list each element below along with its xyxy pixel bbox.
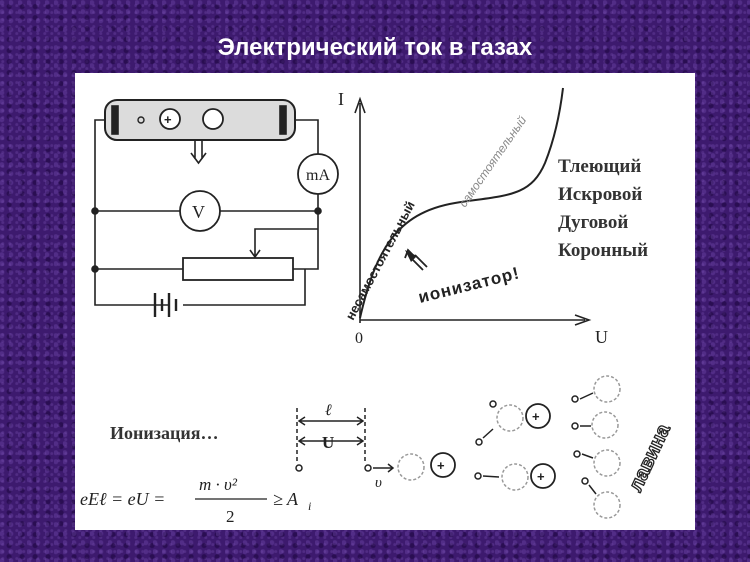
gas-tube xyxy=(104,99,296,141)
ionization-diagram xyxy=(295,375,621,519)
electron-track xyxy=(579,392,597,495)
ion-plus-sign: + xyxy=(532,409,540,424)
ionization-label: Ионизация… xyxy=(110,423,219,443)
electron xyxy=(489,400,497,408)
neutral-atom-dashed xyxy=(593,375,621,403)
positive-ion xyxy=(525,403,551,429)
rheostat xyxy=(182,257,294,281)
circuit: + xyxy=(91,99,339,317)
ion-plus-sign: + xyxy=(437,458,445,473)
formula-numerator: m · υ² xyxy=(199,475,238,494)
tube-ion-plus: + xyxy=(164,112,172,127)
junction xyxy=(91,207,99,215)
electron-track xyxy=(482,428,494,439)
formula-subscript: i xyxy=(308,499,311,513)
iv-graph xyxy=(354,87,592,326)
neutral-atom-dashed xyxy=(593,449,621,477)
discharge-type-arc: Дуговой xyxy=(558,212,629,233)
velocity-arrow xyxy=(373,463,395,473)
electron-start xyxy=(295,464,303,472)
wire-right xyxy=(295,119,319,155)
neutral-atom-dashed xyxy=(591,411,619,439)
battery xyxy=(153,293,178,317)
junction xyxy=(91,265,99,273)
electron xyxy=(581,477,589,485)
electron xyxy=(474,472,482,480)
formula-denominator: 2 xyxy=(226,507,235,526)
slide-title: Электрический ток в газах xyxy=(217,34,533,61)
formula-left: eEℓ = eU = xyxy=(80,489,165,509)
tube-cathode xyxy=(111,105,119,135)
voltmeter xyxy=(179,190,221,232)
iv-curve xyxy=(359,87,564,319)
x-axis-label: U xyxy=(595,327,608,347)
rheostat-slider-arrow xyxy=(249,239,261,259)
tube-anode xyxy=(279,105,287,135)
distance-arrow xyxy=(297,416,365,426)
y-axis-label: I xyxy=(338,89,344,109)
positive-ion xyxy=(430,452,456,478)
tube-electron-dot xyxy=(137,116,145,124)
gas-inlet xyxy=(190,140,207,165)
ionization-formula: eEℓ = eU = m · υ² 2 ≥ A i xyxy=(80,475,311,526)
neutral-atom-dashed xyxy=(501,463,529,491)
wire-rheostat-right xyxy=(293,211,319,270)
neutral-atom-dashed xyxy=(496,404,524,432)
electron xyxy=(571,395,579,403)
velocity-symbol: υ xyxy=(375,475,382,491)
tube-neutral-atom xyxy=(202,108,224,130)
electron xyxy=(571,422,579,430)
discharge-type-spark: Искровой xyxy=(558,184,643,205)
electron-accelerated xyxy=(364,464,372,472)
avalanche-label: лавина xyxy=(625,420,676,495)
discharge-types-list: Тлеющий Искровой Дуговой Коронный xyxy=(558,153,648,265)
diagram-panel: + mA V xyxy=(75,73,695,530)
x-axis xyxy=(360,314,592,326)
positive-ion xyxy=(530,463,556,489)
distance-symbol: ℓ xyxy=(325,402,332,419)
diagram-canvas: + mA V xyxy=(80,87,676,526)
curve-label-self: самостоятельный xyxy=(456,113,529,210)
y-axis xyxy=(354,96,366,323)
voltage-arrow xyxy=(297,436,365,446)
curve-label-nonself: несамостоятельный xyxy=(342,199,417,323)
neutral-atom-dashed xyxy=(593,491,621,519)
discharge-type-corona: Коронный xyxy=(558,240,649,261)
electron xyxy=(573,450,581,458)
electron-track xyxy=(482,475,500,478)
ion-plus-sign: + xyxy=(537,469,545,484)
tube-ion xyxy=(159,108,181,130)
ionizer-arrowhead xyxy=(405,250,417,262)
voltmeter-label: V xyxy=(192,202,205,222)
formula-right: ≥ A xyxy=(273,489,299,509)
origin-label: 0 xyxy=(355,330,363,347)
voltage-symbol: U xyxy=(322,433,334,452)
discharge-type-glow: Тлеющий xyxy=(558,156,642,177)
milliammeter-label: mA xyxy=(306,167,330,184)
wire-slider xyxy=(254,228,318,239)
wire-battery-right xyxy=(183,269,306,306)
milliammeter xyxy=(297,153,339,195)
electron xyxy=(475,438,483,446)
neutral-atom-dashed xyxy=(397,453,425,481)
ionizer-label: ионизатор! xyxy=(416,263,521,307)
junction xyxy=(314,207,322,215)
wire-left xyxy=(94,119,170,306)
